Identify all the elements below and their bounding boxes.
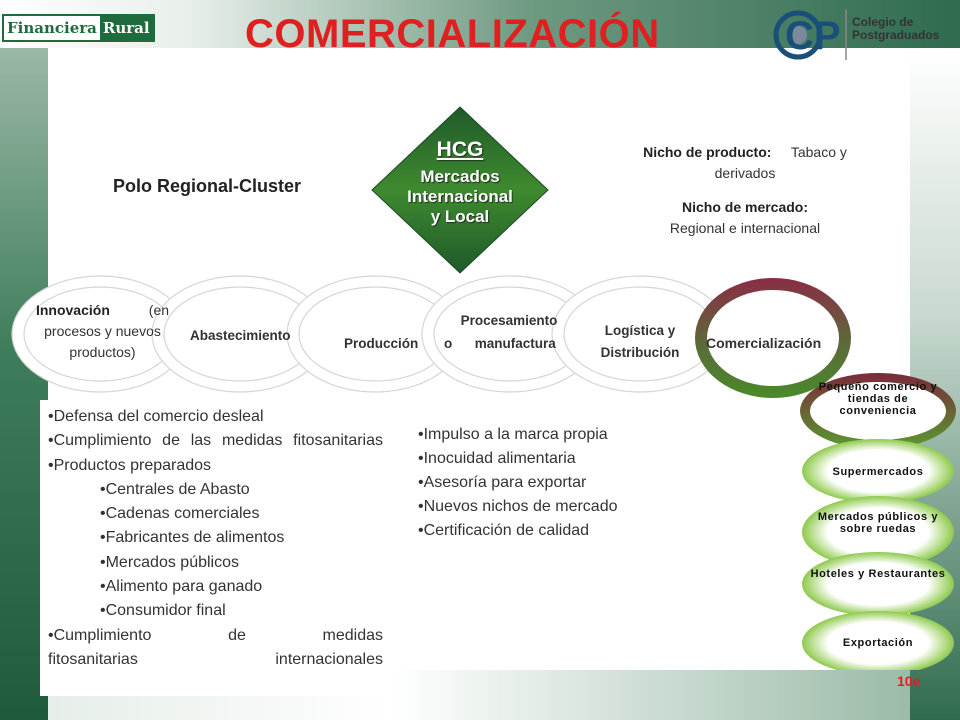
polo-label: Polo Regional-Cluster	[113, 176, 302, 196]
financiera-rural-logo: Financiera Rural	[2, 14, 155, 42]
cp-logo-text: Colegio de Postgraduados	[852, 16, 939, 42]
hcg-subtitle-line: Internacional	[407, 187, 513, 206]
list-item: •Cadenas comerciales	[100, 505, 260, 523]
channel-oval-5	[802, 611, 954, 670]
market-niche: Nicho de mercado: Regional e internacion…	[630, 197, 860, 239]
channel-ovals	[800, 373, 956, 670]
logo-word-2: Rural	[99, 16, 153, 40]
stage-logistics: Logística y Distribución	[590, 320, 690, 364]
product-niche-label: Nicho de producto:	[643, 144, 772, 160]
cp-logo-line-1: Colegio de	[852, 15, 914, 29]
stage-processing: Procesamiento o manufactura	[444, 309, 574, 355]
channel-label: Pequeño comercio y tiendas de convenienc…	[818, 381, 938, 417]
page-number: 10e	[897, 673, 921, 689]
stage-logistics-line-2: Distribución	[600, 345, 680, 360]
list-item: •Certificación de calidad	[418, 522, 590, 540]
list-item: •Fabricantes de alimentos	[100, 529, 285, 547]
stage-processing-or: o	[444, 336, 453, 351]
list-item: •Asesoría para exportar	[418, 474, 587, 492]
hcg-title: HCG	[436, 138, 484, 161]
list-item: •Centrales de Abasto	[100, 480, 250, 498]
stage-production: Producción	[344, 336, 419, 351]
channel-label: Supermercados	[832, 466, 924, 478]
cp-logo-mark: CP	[785, 14, 841, 58]
channel-label: Mercados públicos y sobre ruedas	[817, 511, 939, 535]
hcg-subtitle-line: Mercados	[420, 167, 500, 186]
cp-logo-seal	[789, 26, 807, 44]
stage-processing-word: manufactura	[474, 336, 556, 351]
stage-logistics-line-1: Logística y	[604, 323, 676, 338]
market-niche-value: Regional e internacional	[669, 220, 821, 236]
middle-bullet-list: •Impulso a la marca propia •Inocuidad al…	[418, 423, 668, 543]
channel-oval-3	[802, 496, 954, 568]
channel-label: Hoteles y Restaurantes	[810, 568, 946, 580]
stage-innovation: Innovación (en procesos y nuevos product…	[20, 300, 185, 363]
chain-ring-commercialization-inner	[707, 290, 839, 386]
channel-oval-1	[810, 382, 946, 440]
stage-processing-line-2: o manufactura	[444, 332, 574, 355]
logo-word-1: Financiera	[7, 19, 97, 37]
list-item: •Defensa del comercio desleal	[48, 408, 264, 425]
list-item: •Cumplimiento de medidas fitosanitarias …	[48, 626, 383, 668]
product-niche: Nicho de producto: Tabaco y derivados	[620, 142, 870, 184]
list-item: •Alimento para ganado	[100, 578, 263, 596]
colegio-postgraduados-logo: CP	[773, 10, 847, 60]
channel-oval-4	[802, 552, 954, 616]
list-item: •Productos preparados	[48, 456, 212, 474]
list-item: •Impulso a la marca propia	[418, 426, 608, 443]
hcg-subtitle: Mercados Internacional y Local	[370, 167, 550, 227]
product-niche-value: Tabaco y derivados	[714, 144, 847, 181]
list-item: •Nuevos nichos de mercado	[418, 498, 618, 516]
list-item: •Inocuidad alimentaria	[418, 450, 576, 468]
hcg-subtitle-line: y Local	[430, 207, 490, 226]
list-item: •Consumidor final	[100, 602, 226, 620]
stage-innovation-label: Innovación	[35, 302, 110, 318]
hcg-diamond-shape	[371, 106, 549, 274]
cp-logo-ring	[773, 10, 823, 60]
page-title: COMERCIALIZACIÓN	[245, 12, 660, 56]
stage-processing-line-1: Procesamiento	[460, 313, 558, 328]
list-item: •Mercados públicos	[100, 553, 239, 571]
stage-commercialization: Comercialización	[706, 335, 822, 351]
stage-innovation-detail: (en procesos y nuevos productos)	[44, 302, 170, 360]
value-chain	[11, 275, 851, 398]
channel-label: Exportación	[842, 637, 914, 649]
hcg-diamond	[371, 106, 549, 274]
market-niche-label: Nicho de mercado:	[681, 199, 809, 215]
stage-supply: Abastecimiento	[190, 328, 291, 343]
channel-oval-2	[802, 439, 954, 503]
list-item: •Cumplimiento de las medidas fitosanitar…	[48, 432, 383, 450]
left-list-box	[40, 400, 392, 696]
left-bullet-list: •Defensa del comercio desleal •Cumplimie…	[48, 405, 383, 672]
cp-logo-line-2: Postgraduados	[852, 28, 940, 42]
